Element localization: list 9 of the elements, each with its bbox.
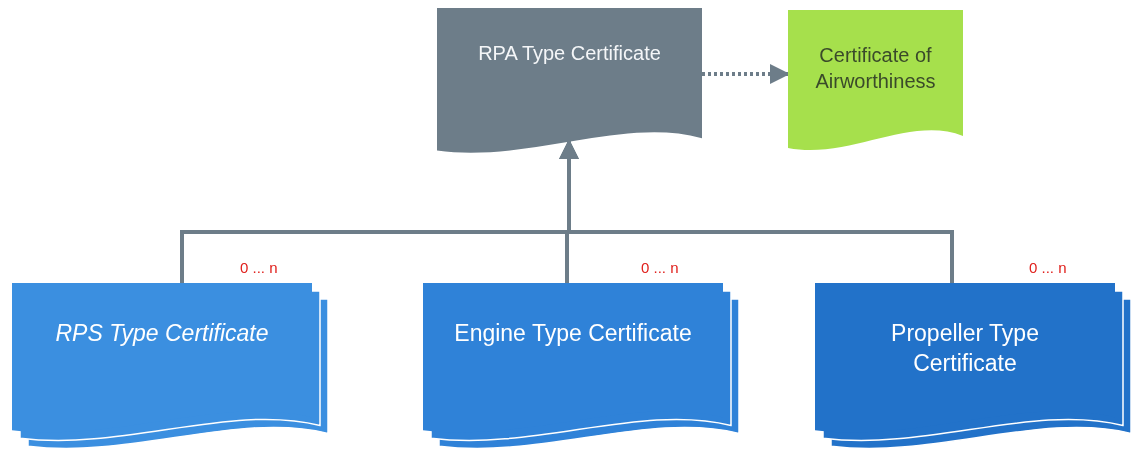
node-label: Certificate of Airworthiness [814,43,937,94]
node-label: Propeller Type Certificate [890,319,1040,378]
multiplicity-label: 0 ... n [240,259,278,276]
multiplicity-label: 0 ... n [641,259,679,276]
node-label: RPA Type Certificate [477,41,662,66]
node-label: RPS Type Certificate [54,319,270,348]
arrow [702,64,790,84]
node-label: Engine Type Certificate [453,319,693,348]
multiplicity-label: 0 ... n [1029,259,1067,276]
